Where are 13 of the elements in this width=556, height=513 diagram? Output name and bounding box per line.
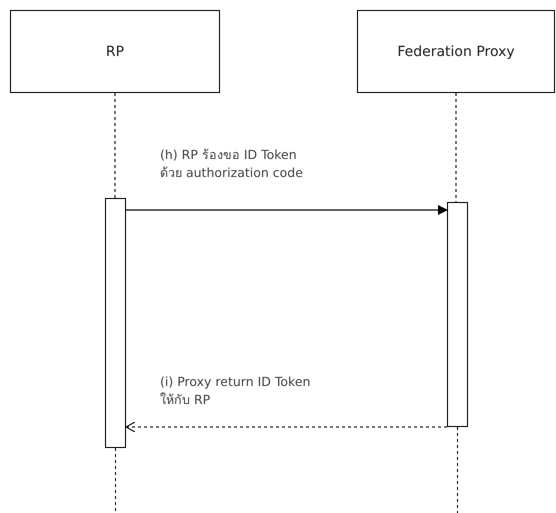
lifeline — [114, 92, 116, 198]
participant-name: Federation Proxy — [397, 44, 515, 60]
lifeline — [457, 426, 458, 513]
activation-bar — [105, 198, 126, 448]
lifeline — [115, 448, 116, 513]
edge-label: (i) Proxy return ID Token ให้กับ RP — [160, 373, 312, 409]
return-arrow — [126, 422, 448, 432]
activation-bar — [447, 202, 468, 427]
participant-name: RP — [106, 44, 124, 60]
edge-label: (h) RP ร้องขอ ID Token ด้วย authorization code — [160, 146, 304, 182]
message-arrow — [126, 205, 448, 215]
participant-box — [357, 10, 555, 93]
participant-box — [10, 10, 220, 93]
